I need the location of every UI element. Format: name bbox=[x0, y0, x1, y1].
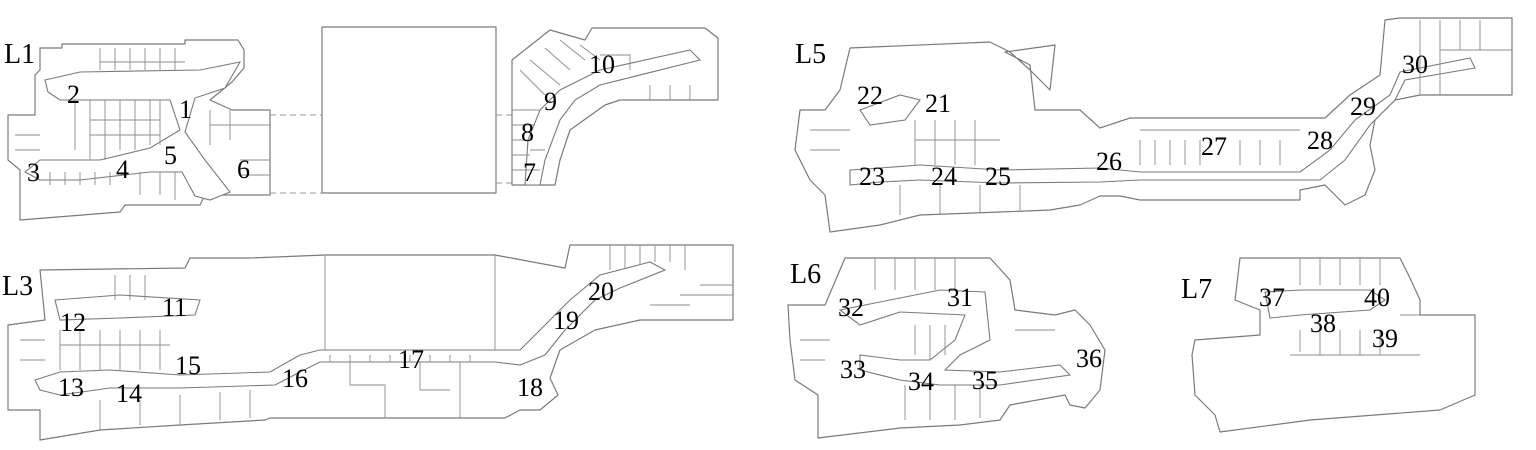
l3-west-loop bbox=[54, 294, 201, 321]
location-label: 13 bbox=[58, 373, 84, 402]
location-label: 27 bbox=[1201, 132, 1227, 161]
l3-shop-divisions bbox=[20, 245, 733, 430]
l3-building-outline bbox=[7, 244, 734, 441]
l5-corridor bbox=[849, 57, 1476, 186]
location-label: 39 bbox=[1372, 324, 1398, 353]
l7-shop-divisions bbox=[1290, 258, 1420, 356]
location-label: 2 bbox=[67, 80, 80, 109]
location-label: 5 bbox=[164, 141, 177, 170]
location-label: 21 bbox=[925, 89, 951, 118]
location-label: 32 bbox=[838, 293, 864, 322]
location-label: 11 bbox=[162, 293, 187, 322]
location-label: 14 bbox=[116, 379, 142, 408]
l3-corridor bbox=[34, 261, 667, 396]
location-label: 15 bbox=[175, 351, 201, 380]
l5-shop-divisions bbox=[810, 20, 1512, 215]
location-label: 34 bbox=[908, 367, 934, 396]
level-label-l5: L5 bbox=[795, 39, 826, 70]
l7-building-outline bbox=[1191, 257, 1476, 433]
location-label: 18 bbox=[517, 373, 543, 402]
location-label: 31 bbox=[947, 283, 973, 312]
level-l7-plan bbox=[1191, 257, 1476, 433]
l6-corridor bbox=[838, 289, 1072, 386]
level-label-l1: L1 bbox=[4, 39, 35, 70]
location-label: 1 bbox=[179, 95, 192, 124]
location-label: 24 bbox=[931, 162, 957, 191]
location-label: 38 bbox=[1310, 309, 1336, 338]
level-l3-plan bbox=[7, 244, 734, 441]
level-label-l3: L3 bbox=[2, 271, 33, 302]
l1-west-connector bbox=[270, 114, 322, 194]
location-label: 17 bbox=[398, 345, 424, 374]
location-label: 25 bbox=[985, 162, 1011, 191]
location-label: 9 bbox=[544, 87, 557, 116]
location-label: 3 bbox=[27, 158, 40, 187]
location-label: 40 bbox=[1364, 283, 1390, 312]
level-l5-plan bbox=[794, 17, 1513, 233]
l1-central-block bbox=[321, 26, 497, 194]
location-label: 7 bbox=[523, 158, 536, 187]
location-label: 12 bbox=[60, 308, 86, 337]
location-label: 10 bbox=[589, 50, 615, 79]
level-l1-plan bbox=[7, 26, 719, 221]
l1-east-shop-divisions bbox=[512, 39, 691, 171]
location-label: 22 bbox=[857, 81, 883, 110]
location-label: 29 bbox=[1350, 92, 1376, 121]
level-label-l6: L6 bbox=[790, 259, 821, 290]
level-label-l7: L7 bbox=[1181, 274, 1212, 305]
level-l6-plan bbox=[787, 257, 1106, 439]
location-label: 28 bbox=[1307, 126, 1333, 155]
location-label: 23 bbox=[859, 162, 885, 191]
location-label: 6 bbox=[237, 155, 250, 184]
l1-west-corridor bbox=[24, 61, 242, 201]
location-label: 30 bbox=[1402, 50, 1428, 79]
location-label: 8 bbox=[521, 118, 534, 147]
location-label: 36 bbox=[1076, 344, 1102, 373]
l1-east-corridor bbox=[524, 49, 702, 186]
l6-shop-divisions bbox=[800, 258, 1055, 420]
location-label: 4 bbox=[116, 155, 129, 184]
location-label: 26 bbox=[1096, 147, 1122, 176]
location-label: 37 bbox=[1259, 283, 1285, 312]
location-label: 19 bbox=[553, 306, 579, 335]
location-label: 33 bbox=[840, 355, 866, 384]
l5-west-loop bbox=[859, 94, 921, 126]
l7-corridor bbox=[1264, 289, 1386, 319]
location-label: 20 bbox=[588, 277, 614, 306]
l1-west-shop-divisions bbox=[15, 48, 270, 200]
location-label: 16 bbox=[282, 364, 308, 393]
location-label: 35 bbox=[972, 366, 998, 395]
